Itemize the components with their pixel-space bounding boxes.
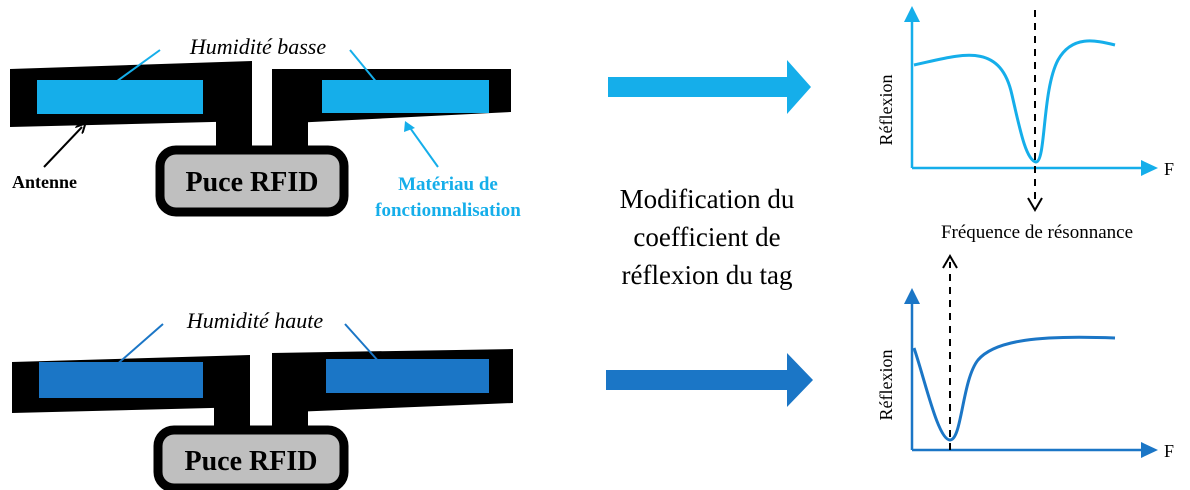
humidity-leader-left	[113, 323, 164, 368]
resonance-label: Fréquence de résonnance	[941, 222, 1133, 243]
antenna-feed-left	[216, 95, 252, 155]
material-label-line1: Matériau de	[398, 174, 498, 195]
material-patch-right	[322, 80, 489, 113]
material-label-line2: fonctionnalisation	[375, 200, 521, 221]
humidity-high-label: Humidité haute	[186, 308, 323, 333]
humidity-leader-left	[112, 49, 161, 85]
tag-low-humidity: Puce RFID Humidité basse Antenne Matéria…	[10, 34, 521, 221]
arrow-right-light	[608, 60, 811, 114]
rfid-chip	[155, 145, 349, 217]
graph-bottom: Réflexion F	[876, 254, 1174, 461]
material-arrow	[407, 124, 439, 168]
arrow-right-dark	[606, 353, 813, 407]
antenna-feed-right	[272, 95, 308, 155]
y-axis-label: Réflexion	[876, 75, 896, 146]
y-axis-label: Réflexion	[876, 350, 896, 421]
material-patch-right	[326, 359, 489, 393]
middle-caption-line2: coefficient de	[633, 222, 780, 252]
chip-label: Puce RFID	[186, 167, 319, 198]
material-patch-left	[39, 362, 203, 398]
x-axis-label: F	[1164, 441, 1174, 461]
chip-label: Puce RFID	[185, 446, 318, 477]
humidity-low-label: Humidité basse	[189, 34, 327, 59]
graph-top: Réflexion F Fréquence de résonnance	[876, 6, 1174, 243]
x-axis-label: F	[1164, 159, 1174, 179]
antenna-label: Antenne	[12, 172, 77, 192]
y-axis-arrowhead	[904, 288, 920, 304]
tag-high-humidity: Puce RFID Humidité haute	[12, 308, 513, 490]
x-axis-arrowhead	[1141, 160, 1158, 176]
material-patch-left	[37, 80, 203, 114]
reflection-curve-high	[912, 335, 1116, 442]
humidity-leader-right	[349, 49, 379, 85]
y-axis-arrowhead	[904, 6, 920, 22]
x-axis-arrowhead	[1141, 442, 1158, 458]
reflection-curve-low	[913, 39, 1116, 164]
middle-caption-line3: réflexion du tag	[622, 260, 793, 290]
middle-caption-line1: Modification du	[620, 184, 795, 214]
resonance-arrowhead	[1027, 197, 1043, 212]
middle-caption: Modification du coefficient de réflexion…	[620, 184, 795, 290]
antenna-arrow	[43, 127, 82, 168]
material-arrow-head	[404, 121, 415, 132]
resonance-arrowhead	[942, 254, 958, 269]
rfid-chip	[153, 425, 349, 490]
humidity-leader-right	[344, 323, 381, 364]
